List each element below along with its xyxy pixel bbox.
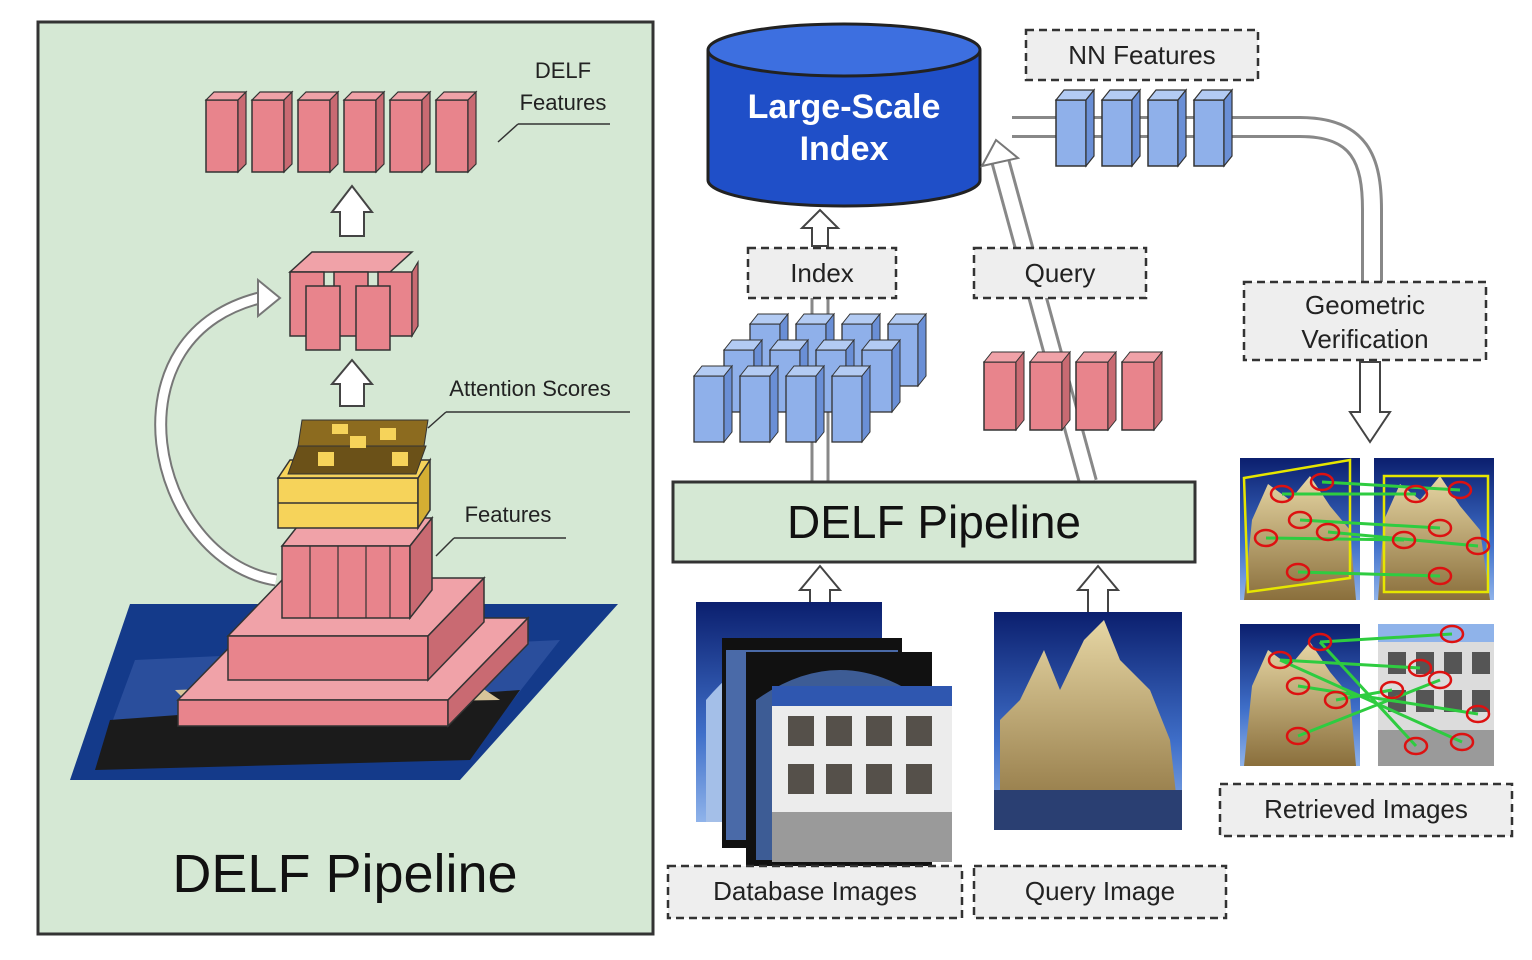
left-panel: DELF Features Attention Scores Features …	[36, 20, 655, 936]
selected-features-cluster	[288, 251, 419, 351]
query-image	[994, 612, 1182, 830]
index-box: Index	[746, 246, 898, 300]
geometric-verification-line1: Geometric	[1305, 290, 1425, 320]
query-image-box: Query Image	[972, 864, 1228, 920]
nn-connector-pipe	[1012, 116, 1383, 282]
features-block	[280, 515, 434, 621]
down-arrow-icon	[1348, 361, 1392, 444]
delf-features-label-line2: Features	[520, 90, 607, 115]
query-pipe	[980, 138, 1098, 485]
delf-features-label-line1: DELF	[535, 58, 591, 83]
curved-arrow-icon	[154, 277, 282, 587]
retrieved-pair-bottom	[1240, 624, 1494, 766]
nn-features-label: NN Features	[1068, 40, 1215, 70]
index-cylinder-line2: Index	[800, 130, 889, 168]
leader-line	[427, 411, 447, 429]
attention-scores-block	[276, 419, 432, 531]
query-box: Query	[972, 246, 1148, 300]
nn-features-row	[1054, 88, 1234, 168]
up-arrow-icon	[329, 184, 375, 237]
delf-pipeline-box-label: DELF Pipeline	[787, 496, 1081, 548]
geometric-verification-line2: Verification	[1301, 324, 1428, 354]
database-images-box: Database Images	[666, 864, 964, 920]
leader-line	[497, 123, 519, 143]
features-label: Features	[465, 502, 552, 527]
query-image-label: Query Image	[1025, 876, 1175, 906]
index-cylinder-line1: Large-Scale	[748, 88, 941, 126]
retrieved-images-box: Retrieved Images	[1218, 782, 1514, 838]
nn-features-box: NN Features	[1024, 28, 1260, 82]
up-arrow-icon	[799, 208, 841, 247]
query-label: Query	[1025, 258, 1096, 288]
leader-line	[435, 537, 455, 557]
geometric-verification-box: Geometric Verification	[1242, 280, 1488, 362]
up-arrow-icon	[329, 358, 375, 407]
retrieved-pair-top	[1240, 458, 1494, 600]
large-scale-index-cylinder: Large-Scale Index	[706, 22, 982, 208]
database-images-label: Database Images	[713, 876, 917, 906]
query-features-row	[982, 350, 1164, 432]
right-panel: Large-Scale Index NN Features	[666, 22, 1514, 920]
database-features-grid	[692, 312, 928, 444]
delf-pipeline-box: DELF Pipeline	[671, 480, 1197, 564]
attention-scores-label: Attention Scores	[449, 376, 610, 401]
database-images-stack	[696, 602, 952, 868]
index-label: Index	[790, 258, 854, 288]
delf-features-row	[204, 90, 478, 174]
retrieved-images-label: Retrieved Images	[1264, 794, 1468, 824]
up-arrow-icon	[1075, 564, 1121, 619]
left-panel-title: DELF Pipeline	[172, 844, 517, 904]
